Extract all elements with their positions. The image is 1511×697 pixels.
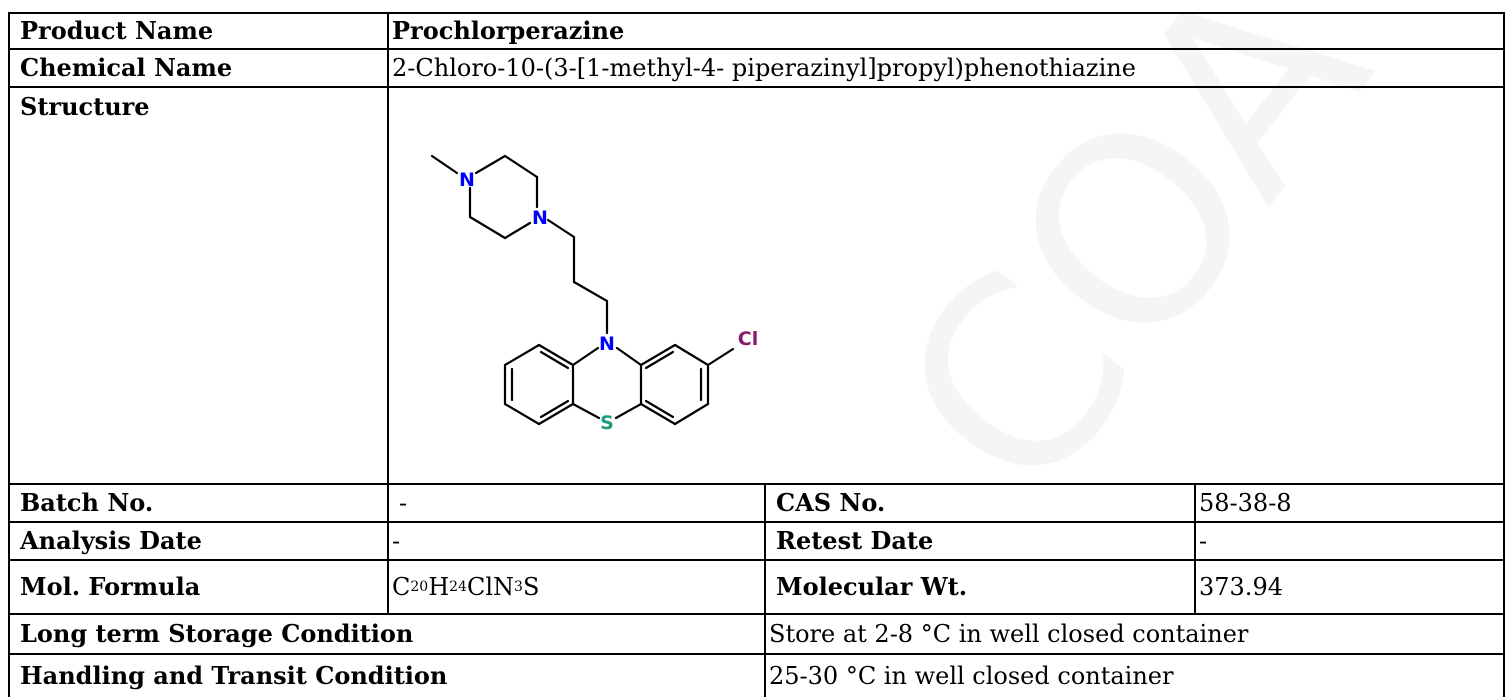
cas-value: 58-38-8: [1194, 483, 1505, 523]
mol-wt-label: Molecular Wt.: [764, 559, 1196, 615]
storage-value: Store at 2-8 °C in well closed container: [764, 613, 1505, 655]
transit-label: Handling and Transit Condition: [8, 653, 766, 697]
mol-wt-value: 373.94: [1194, 559, 1505, 615]
atom-nitrogen-ring: N: [599, 333, 615, 355]
formula-cln: ClN: [466, 573, 515, 601]
cas-label: CAS No.: [764, 483, 1196, 523]
formula-c: C: [392, 573, 411, 601]
atom-sulfur: S: [600, 412, 614, 434]
formula-s: S: [522, 573, 540, 601]
retest-date-value: -: [1194, 521, 1505, 561]
transit-value: 25-30 °C in well closed container: [764, 653, 1505, 697]
retest-date-label: Retest Date: [764, 521, 1196, 561]
analysis-date-label: Analysis Date: [8, 521, 389, 561]
chemical-name-value: 2-Chloro-10-(3-[1-methyl-4- piperazinyl]…: [387, 48, 1505, 88]
chemical-structure-image: N N N Cl S: [430, 154, 758, 434]
structure-label: Structure: [8, 86, 389, 485]
chemical-name-label: Chemical Name: [8, 48, 389, 88]
batch-value: -: [387, 483, 766, 523]
formula-h: H: [428, 573, 450, 601]
atom-chlorine: Cl: [738, 328, 758, 350]
product-name-label: Product Name: [8, 12, 389, 50]
storage-label: Long term Storage Condition: [8, 613, 766, 655]
product-name-value: Prochlorperazine: [387, 12, 1505, 50]
atom-nitrogen-mid: N: [532, 207, 548, 229]
batch-label: Batch No.: [8, 483, 389, 523]
analysis-date-value: -: [387, 521, 766, 561]
atom-nitrogen-top: N: [459, 169, 475, 191]
mol-formula-label: Mol. Formula: [8, 559, 389, 615]
